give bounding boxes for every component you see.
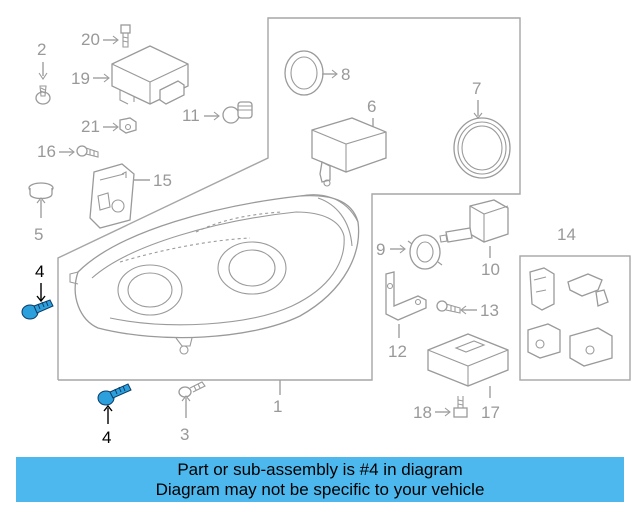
callout-4-upper: 4 — [35, 262, 44, 281]
callout-7: 7 — [472, 79, 481, 98]
cover-ring-part-7[interactable] — [453, 117, 511, 179]
screw-part-16[interactable] — [76, 145, 99, 158]
screw-part-4-upper[interactable] — [21, 299, 54, 320]
callout-6: 6 — [367, 97, 376, 116]
callout-11: 11 — [182, 106, 200, 125]
cap-part-5[interactable] — [28, 182, 54, 200]
bolt-part-18[interactable] — [453, 396, 468, 418]
callout-19: 19 — [71, 69, 90, 88]
headlamp-housing[interactable] — [69, 194, 360, 355]
callout-9: 9 — [376, 240, 385, 259]
ballast-part-17[interactable] — [427, 333, 509, 387]
callout-16: 16 — [37, 142, 56, 161]
callout-8: 8 — [341, 65, 350, 84]
repair-bracket-set-part-14[interactable] — [527, 267, 613, 367]
retaining-ring-part-9[interactable] — [407, 234, 443, 270]
callout-17: 17 — [481, 403, 500, 422]
actuator-part-6[interactable] — [311, 117, 387, 187]
seal-ring-part-8[interactable] — [284, 50, 324, 96]
bolt-part-20[interactable] — [120, 24, 131, 48]
screw-part-3[interactable] — [178, 381, 206, 398]
callout-3: 3 — [180, 425, 189, 444]
control-module-part-19[interactable] — [111, 45, 189, 105]
callout-14: 14 — [557, 225, 576, 244]
callout-10: 10 — [481, 260, 500, 279]
banner-line-1: Part or sub-assembly is #4 in diagram — [177, 460, 463, 479]
clip-part-21[interactable] — [119, 117, 137, 134]
banner-line-2: Diagram may not be specific to your vehi… — [155, 480, 485, 499]
hid-bulb-part-10[interactable] — [439, 199, 509, 243]
callout-21: 21 — [81, 117, 100, 136]
bracket-part-12[interactable] — [385, 271, 427, 321]
callout-13: 13 — [480, 301, 499, 320]
callout-1: 1 — [273, 397, 282, 416]
adjuster-part-15[interactable] — [89, 163, 135, 229]
callout-5: 5 — [34, 225, 43, 244]
assembly-frame — [57, 17, 521, 381]
callout-18: 18 — [413, 403, 432, 422]
callout-20: 20 — [81, 30, 100, 49]
callout-4-lower: 4 — [102, 428, 111, 447]
callout-2: 2 — [37, 40, 46, 59]
bracket-group-frame — [519, 255, 631, 381]
callout-12: 12 — [388, 342, 407, 361]
screw-part-2[interactable] — [35, 85, 51, 105]
screw-part-4-lower[interactable] — [97, 383, 132, 406]
bulb-part-11[interactable] — [222, 101, 253, 124]
info-banner: Part or sub-assembly is #4 in diagram Di… — [16, 457, 624, 502]
screw-part-13[interactable] — [436, 300, 461, 314]
callout-15: 15 — [153, 171, 172, 190]
